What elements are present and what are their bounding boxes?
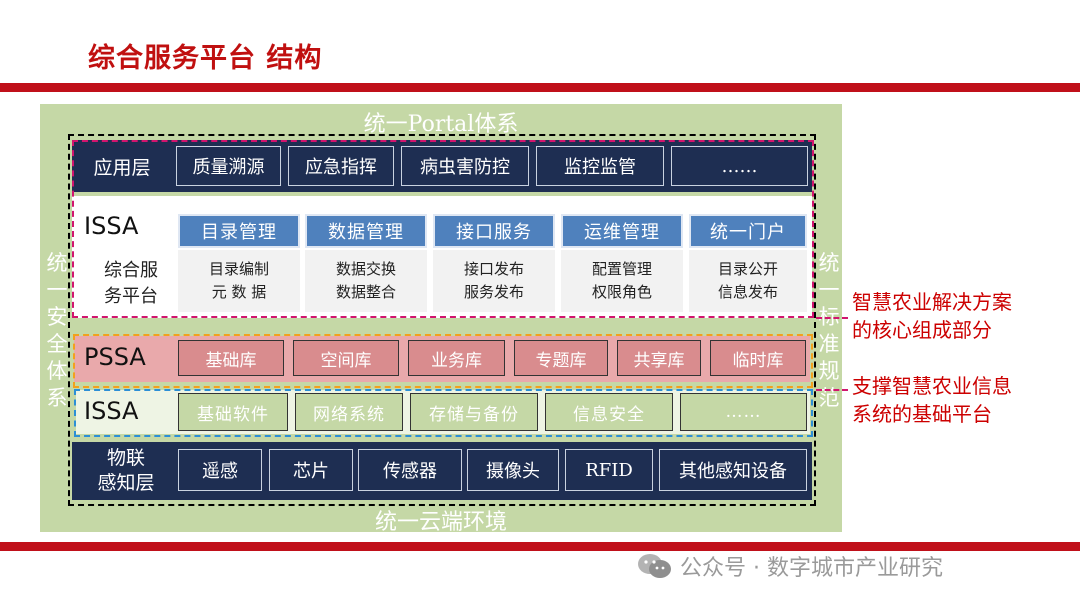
app-item: 质量溯源 (176, 146, 281, 186)
sensor-item: 遥感 (178, 449, 262, 491)
infrastructure-item: 基础软件 (178, 393, 288, 431)
infrastructure-item: 网络系统 (295, 393, 403, 431)
foundation-platform-annotation: 支撑智慧农业信息系统的基础平台 (852, 374, 1012, 426)
database-item: 基础库 (178, 340, 284, 376)
footer-text: 公众号 · 数字城市产业研究 (680, 556, 943, 581)
catalog-management-detail: 目录编制元 数 据 (178, 250, 300, 312)
catalog-management-header: 目录管理 (178, 214, 300, 248)
page-title: 综合服务平台 结构 (88, 43, 323, 74)
portal-band-label: 统一Portal体系 (363, 112, 519, 137)
database-item: 临时库 (710, 340, 806, 376)
core-platform-outline (72, 140, 814, 318)
infrastructure-item: 信息安全 (545, 393, 673, 431)
app-item: 应急指挥 (288, 146, 394, 186)
issa-infrastructure-label: ISSA (84, 397, 139, 425)
wechat-icon (636, 552, 672, 580)
footer-watermark: 公众号 · 数字城市产业研究 (636, 550, 943, 582)
database-item: 专题库 (514, 340, 608, 376)
pssa-outline (73, 334, 813, 388)
upper-connector-line (816, 317, 848, 319)
database-item: 共享库 (617, 340, 701, 376)
integrated-platform-label: 综合服务平台 (104, 260, 158, 307)
security-system-label: 统一安 全体系 (46, 251, 68, 410)
sensor-item: 传感器 (358, 449, 462, 491)
app-item: …… (671, 146, 808, 186)
application-layer-label: 应用层 (93, 156, 151, 179)
core-stack-outline (68, 134, 816, 506)
core-component-annotation: 智慧农业解决方案的核心组成部分 (852, 290, 1012, 342)
interface-service-header: 接口服务 (433, 214, 555, 248)
app-item: 监控监管 (536, 146, 664, 186)
interface-service-detail: 接口发布服务发布 (433, 250, 555, 312)
database-item: 业务库 (408, 340, 505, 376)
app-item: 病虫害防控 (401, 146, 529, 186)
iot-perception-label: 物联感知层 (97, 447, 155, 494)
data-management-header: 数据管理 (305, 214, 427, 248)
infrastructure-item: 存储与备份 (410, 393, 538, 431)
lower-connector-line (816, 389, 848, 391)
issa-infrastructure-outline (74, 389, 813, 437)
bottom-red-rule (0, 542, 1080, 551)
infrastructure-item: …… (680, 393, 807, 431)
database-item: 空间库 (293, 340, 399, 376)
data-management-detail: 数据交换数据整合 (305, 250, 427, 312)
sensor-item: 摄像头 (467, 449, 559, 491)
ops-management-header: 运维管理 (561, 214, 683, 248)
pssa-label: PSSA (84, 343, 146, 371)
sensor-item: 其他感知设备 (659, 449, 807, 491)
cloud-band-label: 统一云端环境 (374, 510, 507, 535)
sensor-item: RFID (565, 449, 653, 491)
standard-spec-label: 统一标 准规范 (818, 251, 840, 410)
issa-platform-label: ISSA (84, 212, 139, 240)
unified-portal-detail: 目录公开信息发布 (689, 250, 807, 312)
top-red-rule (0, 83, 1080, 92)
ops-management-detail: 配置管理权限角色 (561, 250, 683, 312)
sensor-item: 芯片 (269, 449, 353, 491)
unified-portal-header: 统一门户 (689, 214, 807, 248)
